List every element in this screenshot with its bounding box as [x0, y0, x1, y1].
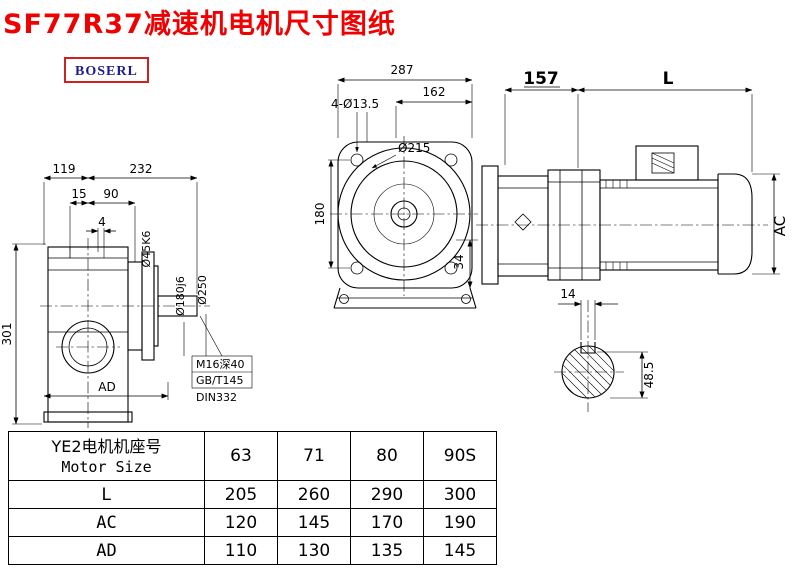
- front-view-outline: [333, 141, 477, 309]
- spigot-180: [153, 265, 159, 347]
- cell-L-80: 290: [350, 480, 424, 509]
- foot-hole-right: [461, 294, 471, 304]
- row-label-AC: AC: [8, 508, 205, 537]
- shaft-circle: [561, 345, 615, 399]
- boserl-logo: BOSERL: [64, 57, 149, 83]
- cell-AC-71: 145: [277, 508, 351, 537]
- cell-AC-80: 170: [350, 508, 424, 537]
- mount-hole-tr: [444, 153, 458, 167]
- cell-AD-90S: 145: [423, 536, 497, 565]
- dim-L: L: [663, 69, 674, 89]
- mount-hole-br: [444, 261, 458, 275]
- table-header-row: YE2电机机座号 Motor Size 63 71 80 90S: [8, 431, 497, 481]
- shaft-section: 14 48.5: [554, 287, 656, 412]
- shaft-hatching: [562, 346, 614, 398]
- dim-48-5: 48.5: [642, 362, 656, 389]
- dim-AD: AD: [98, 380, 115, 394]
- motor-view-outline: [481, 145, 753, 285]
- header-size-90S: 90S: [423, 431, 497, 481]
- shaft-section-centerlines: [554, 300, 624, 412]
- dim-34: 34: [452, 254, 466, 269]
- dim-spigot-dia: Ø180j6: [174, 276, 187, 316]
- cell-L-90S: 300: [423, 480, 497, 509]
- table-row-AC: AC 120 145 170 190: [8, 508, 497, 537]
- table-row-L: L 205 260 290 300: [8, 480, 497, 509]
- front-view-dimensions: 287 162 4-Ø13.5 Ø215 180 34: [313, 63, 478, 289]
- terminal-box: [635, 145, 699, 181]
- fan-cowl: [718, 173, 753, 275]
- gear-housing: [497, 175, 549, 277]
- oil-plug-diamond: [514, 213, 532, 231]
- table-row-AD: AD 110 130 135 145: [8, 536, 497, 565]
- motor-view-dimensions: 157 L AC: [504, 69, 789, 275]
- dim-AC: AC: [771, 216, 789, 236]
- shaft-section-dimensions: 14 48.5: [558, 287, 656, 399]
- row-label-L: L: [8, 480, 205, 509]
- header-motor-size-cn: YE2电机机座号: [51, 437, 162, 457]
- page-title: SF77R37减速机电机尺寸图纸: [3, 9, 396, 40]
- cell-AC-63: 120: [204, 508, 278, 537]
- mount-hole-bl: [350, 261, 364, 275]
- front-view: 287 162 4-Ø13.5 Ø215 180 34: [313, 63, 478, 309]
- dim-flange-dia: Ø250: [196, 275, 209, 305]
- dim-holes: 4-Ø13.5: [331, 97, 379, 111]
- boserl-logo-text: BOSERL: [75, 64, 138, 79]
- row-label-AD: AD: [8, 536, 205, 565]
- left-view-centerlines: [40, 238, 210, 428]
- dim-15: 15: [71, 187, 86, 201]
- dim-301: 301: [0, 323, 14, 346]
- cell-AD-80: 135: [350, 536, 424, 565]
- note-din: DIN332: [196, 391, 237, 404]
- header-size-71: 71: [277, 431, 351, 481]
- dim-119: 119: [53, 162, 76, 176]
- dim-shaft-dia: Ø45K6: [140, 231, 153, 268]
- left-view: 119 232 15 90 4 301 AD Ø45K6: [0, 162, 253, 428]
- header-size-80: 80: [350, 431, 424, 481]
- left-view-dimensions: 119 232 15 90 4 301 AD Ø45K6: [0, 162, 253, 425]
- dim-180: 180: [313, 203, 327, 226]
- dim-4: 4: [98, 215, 106, 229]
- dim-157: 157: [523, 69, 559, 89]
- cell-AD-71: 130: [277, 536, 351, 565]
- dim-90: 90: [103, 187, 118, 201]
- dim-215: Ø215: [398, 141, 430, 155]
- note-gb: GB/T145: [196, 374, 244, 387]
- keyway: [580, 342, 596, 354]
- motor-body: [599, 179, 719, 271]
- dim-14: 14: [560, 287, 575, 301]
- cell-L-71: 260: [277, 480, 351, 509]
- cell-AC-90S: 190: [423, 508, 497, 537]
- foot-hole-left: [339, 294, 349, 304]
- header-size-63: 63: [204, 431, 278, 481]
- cell-AD-63: 110: [204, 536, 278, 565]
- header-motor-size: YE2电机机座号 Motor Size: [8, 431, 205, 481]
- note-tap: M16深40: [196, 358, 245, 371]
- header-motor-size-en: Motor Size: [61, 457, 152, 476]
- dim-232: 232: [130, 162, 153, 176]
- motor-view: 157 L AC: [476, 69, 789, 285]
- motor-size-table: YE2电机机座号 Motor Size 63 71 80 90S L 205 2…: [8, 431, 497, 565]
- mount-hole-tl: [350, 153, 364, 167]
- dim-162: 162: [423, 85, 446, 99]
- dim-287: 287: [391, 63, 414, 77]
- front-view-centerlines: [330, 136, 478, 296]
- cell-L-63: 205: [204, 480, 278, 509]
